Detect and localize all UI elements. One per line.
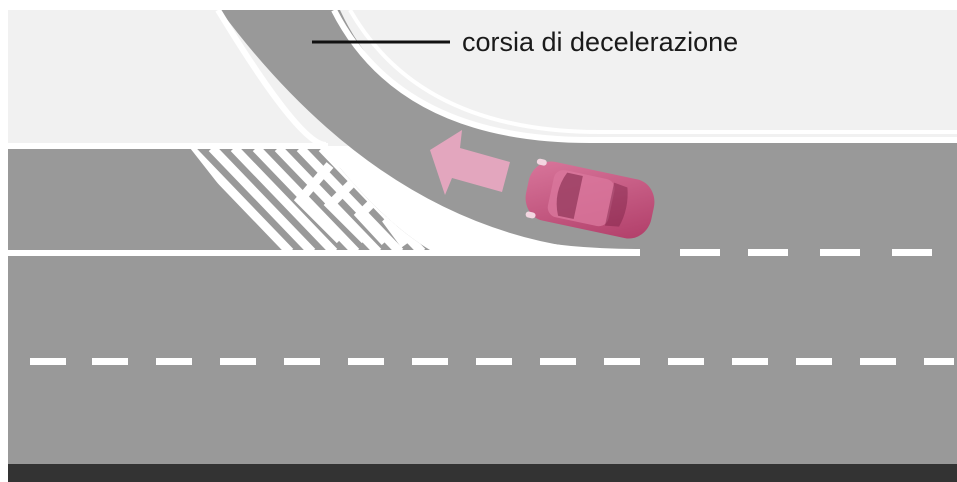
dashed-line-center (30, 358, 954, 365)
car-icon (525, 158, 655, 239)
ramp-outer-line (331, 8, 957, 143)
gore-area (324, 148, 640, 252)
dashed-line-upper (680, 249, 932, 256)
deceleration-lane-label: corsia di decelerazione (462, 27, 738, 57)
exit-ramp (220, 10, 957, 252)
roadside-area (8, 10, 957, 146)
solid-edge-line (8, 250, 640, 256)
road-edge (8, 464, 957, 482)
lane-edge-line (8, 143, 328, 149)
ramp-edge-line (215, 8, 327, 148)
arrow-left-icon (430, 130, 510, 195)
